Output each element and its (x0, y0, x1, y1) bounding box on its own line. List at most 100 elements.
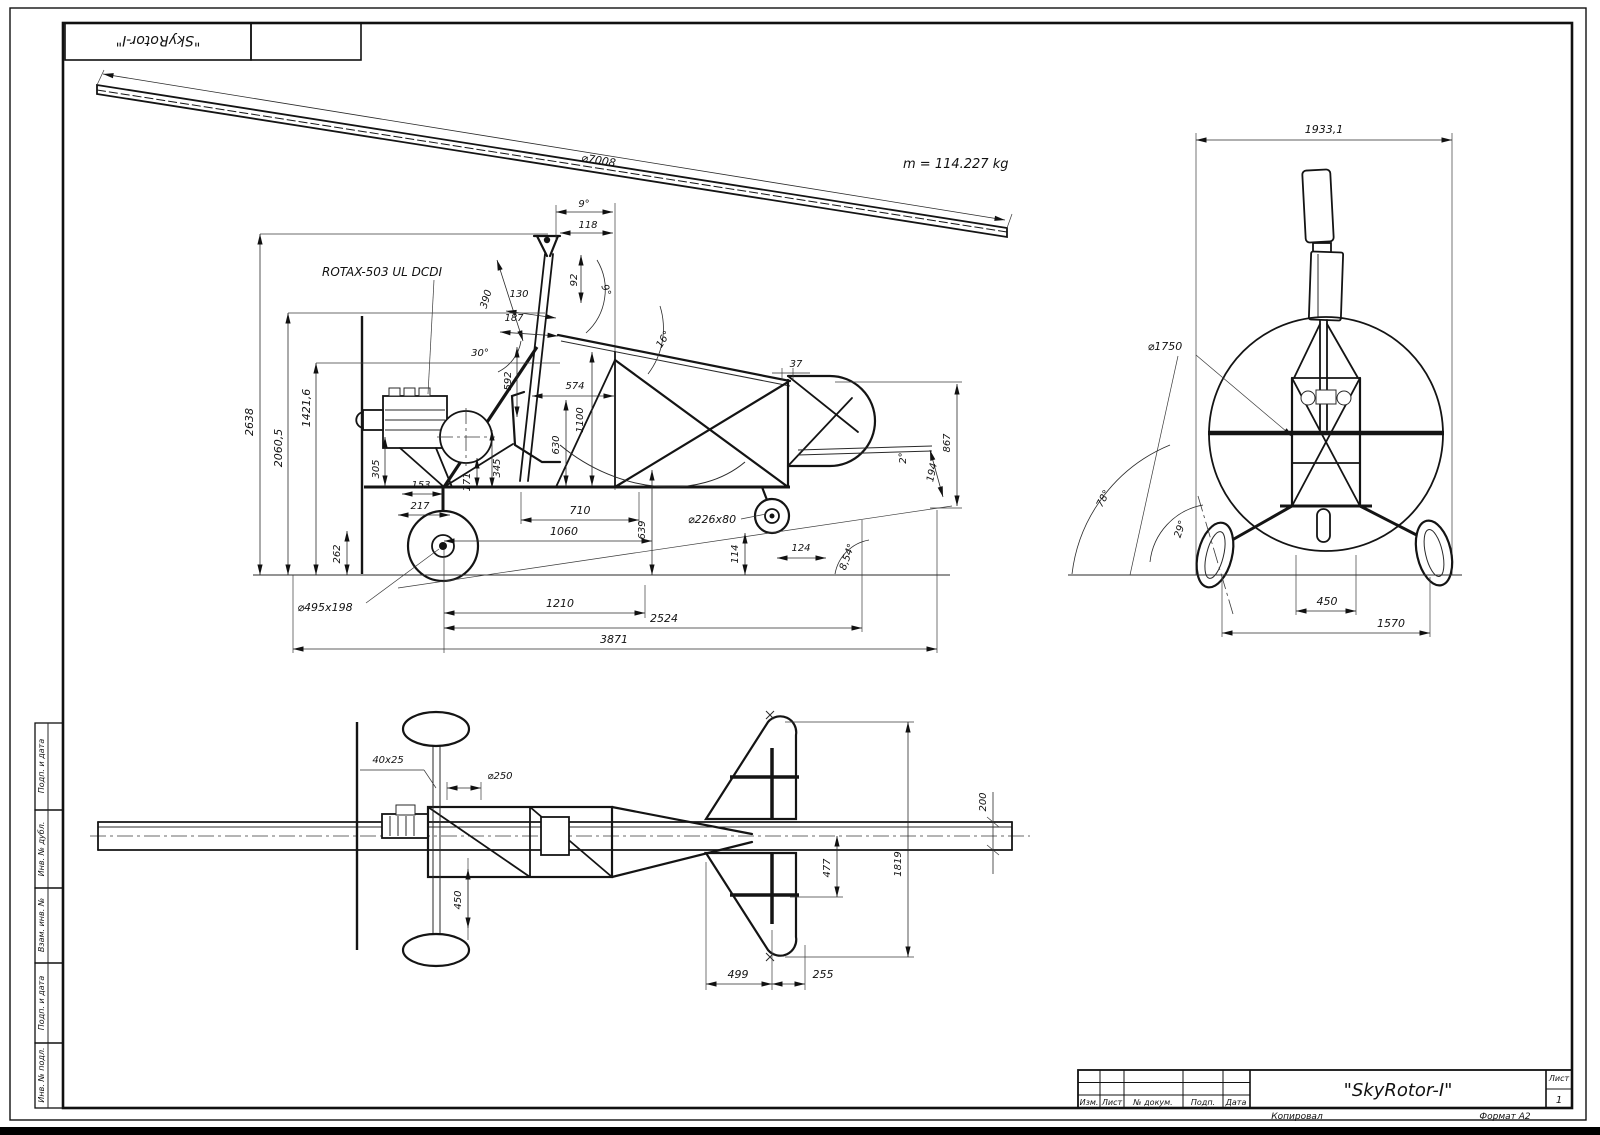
copied-label: Копировал (1271, 1112, 1323, 1122)
dim-574: 574 (565, 381, 584, 392)
margin-box-inv-dubl: Инв. № дубл. (34, 809, 64, 889)
sheet-frame (0, 7, 1600, 1135)
margin-box-vzam-inv: Взам. инв. № (34, 887, 64, 964)
dim-1210: 1210 (546, 597, 574, 610)
dim-114: 114 (730, 544, 741, 563)
dim-1100: 1100 (575, 407, 586, 432)
margin-label: Взам. инв. № (37, 898, 46, 952)
front-wheel (406, 487, 480, 583)
dim-1570: 1570 (1377, 617, 1405, 630)
dim-250: ⌀250 (487, 771, 512, 782)
tail-stabilizer-top (703, 710, 799, 962)
margin-box-podp-data-1: Подп. и дата (34, 722, 64, 811)
tb-sheet-word: Лист (1548, 1074, 1570, 1083)
dim-345: 345 (492, 458, 503, 477)
margin-box-podp-data-2: Подп. и дата (34, 962, 64, 1044)
fuselage-cage-front (1280, 323, 1372, 508)
right-main-wheel (1414, 519, 1454, 587)
dim-200: 200 (978, 792, 989, 811)
engine-top (381, 804, 429, 839)
top-view-dimensions: 40x25 ⌀250 450 200 477 1819 (360, 721, 1000, 990)
dim-153: 153 (411, 480, 430, 491)
left-margin-boxes: Подп. и дата Инв. № дубл. Взам. инв. № П… (34, 722, 64, 1109)
ground-line-side (253, 505, 953, 589)
dim-171: 171 (462, 472, 473, 491)
dim-450-top: 450 (453, 890, 464, 909)
dim-angle-boom: 16° (655, 329, 674, 350)
left-main-wheel (1195, 521, 1235, 589)
dim-124: 124 (791, 543, 810, 554)
dim-angle-ground: 8,54° (838, 542, 858, 571)
margin-box-inv-podl: Инв. № подл. (34, 1042, 64, 1109)
dim-194: 194 (925, 462, 940, 483)
dim-angle-78: 78° (1095, 488, 1113, 509)
dim-37: 37 (790, 359, 803, 370)
mass-note: m = 114.227 kg (903, 157, 1009, 172)
dim-2060: 2060,5 (272, 429, 285, 468)
dim-118: 118 (578, 220, 597, 231)
margin-label: Инв. № подл. (37, 1047, 46, 1102)
dim-2638: 2638 (243, 408, 256, 436)
dim-1933: 1933,1 (1305, 123, 1344, 136)
dim-867: 867 (942, 433, 953, 453)
format-label: Формат А2 (1479, 1112, 1531, 1122)
title-block: Изм. Лист № докум. Подп. Дата "SkyRotor-… (1077, 1069, 1573, 1109)
left-wheel-top (401, 710, 471, 748)
rotor-blade-side (96, 83, 1008, 239)
top-view: 40x25 ⌀250 450 200 477 1819 (90, 710, 1030, 990)
tail-fairing (786, 374, 933, 468)
dim-1421: 1421,6 (300, 389, 313, 428)
dim-angle-rotor: 9° (578, 199, 589, 210)
dim-prop-dia: ⌀1750 (1148, 340, 1183, 353)
tb-col-doc: № докум. (1132, 1098, 1172, 1107)
dim-92: 92 (569, 274, 580, 287)
landing-gear-front (1195, 495, 1454, 615)
dim-450-front: 450 (1317, 595, 1338, 608)
side-view-dimensions: 9° 118 390 130 92 187 9° 30° 16° 592 574… (243, 199, 962, 653)
dim-2524: 2524 (650, 612, 678, 625)
below-frame-labels: Копировал Формат А2 (1271, 1112, 1531, 1122)
dim-187: 187 (504, 313, 524, 324)
dim-255: 255 (813, 968, 834, 981)
main-axle-top (401, 710, 471, 968)
tb-sheet-number: 1 (1556, 1095, 1562, 1106)
dim-1060: 1060 (550, 525, 578, 538)
tb-col-date: Дата (1225, 1098, 1247, 1107)
nose-wheel-front (1316, 508, 1331, 543)
engine-group (355, 316, 453, 574)
dim-305: 305 (371, 459, 382, 478)
tb-title: "SkyRotor-I" (1344, 1080, 1453, 1101)
front-view-dimensions: 78° 29° 450 1570 (1071, 355, 1431, 637)
dim-130: 130 (509, 289, 528, 300)
dim-rear-tire: ⌀226x80 (688, 513, 736, 526)
margin-label: Подп. и дата (37, 739, 46, 794)
dim-front-tire: ⌀495x198 (297, 601, 352, 614)
right-wheel-top (401, 932, 471, 968)
margin-label: Подп. и дата (37, 976, 46, 1031)
dim-477: 477 (822, 858, 833, 878)
rotor-head-and-mast (519, 203, 616, 490)
dim-angle-mast: 9° (598, 283, 612, 297)
dim-390: 390 (479, 289, 495, 310)
dim-262: 262 (332, 544, 343, 563)
side-view: ⌀7008 m = 114.227 kg (96, 69, 1013, 653)
rotor-hub-top (540, 816, 570, 856)
dim-499: 499 (728, 968, 749, 981)
dim-630: 630 (551, 435, 562, 454)
dim-rotor-diameter: ⌀7008 (580, 151, 616, 169)
dim-angle-strut: 30° (471, 348, 489, 359)
dim-1819: 1819 (893, 851, 904, 876)
vertical-fin-front (1307, 250, 1345, 322)
rotor-blade-front (1301, 168, 1335, 256)
dim-639: 639 (637, 520, 648, 539)
cockpit-frame-top (426, 805, 754, 879)
tb-col-izm: Изм. (1080, 1098, 1099, 1107)
mast-front (1319, 319, 1328, 431)
dim-3871: 3871 (600, 633, 628, 646)
tb-col-list: Лист (1101, 1098, 1123, 1107)
reversed-title-text: "SkyRotor-I" (116, 32, 201, 48)
rear-wheel (753, 485, 791, 535)
top-reversed-stamp: "SkyRotor-I" (64, 22, 362, 61)
